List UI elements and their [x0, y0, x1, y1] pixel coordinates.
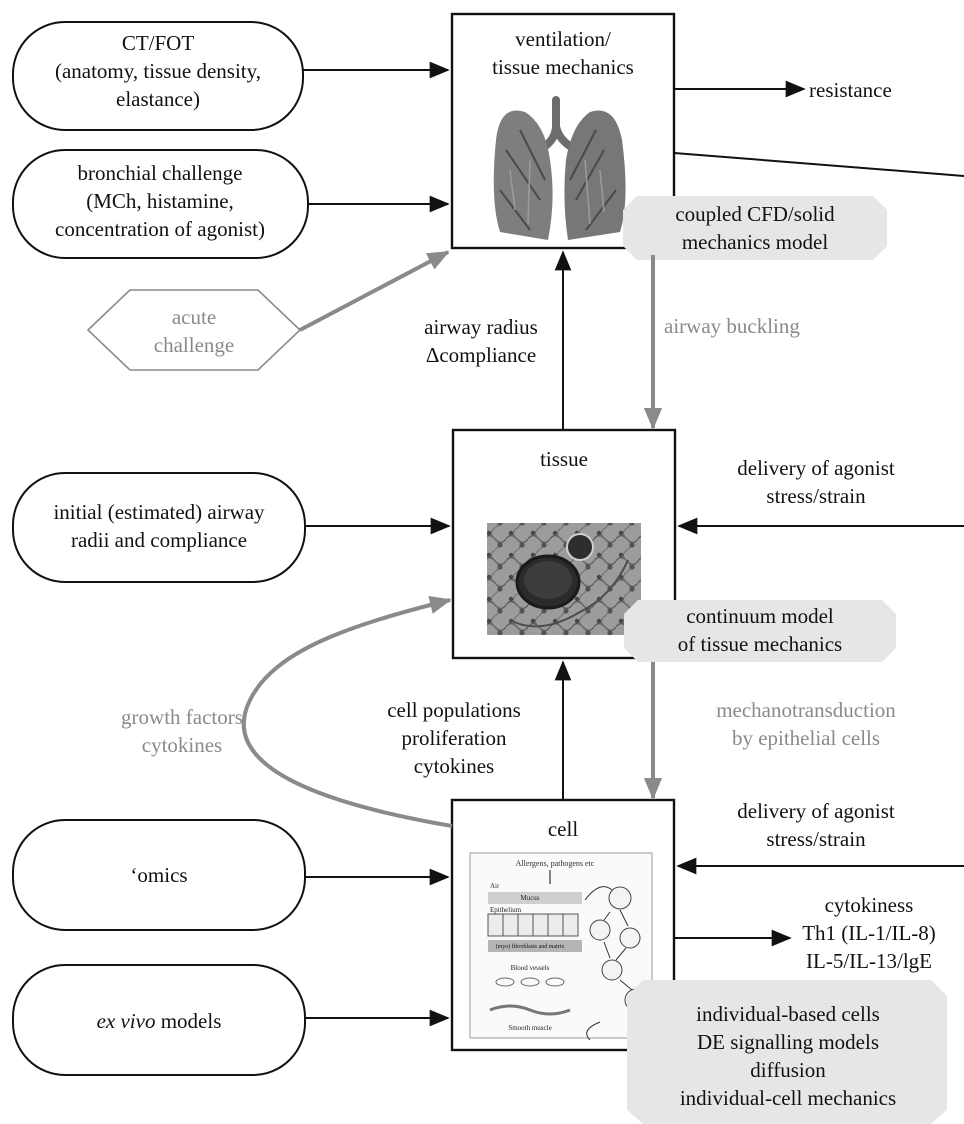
cell-fig-epithelium: Epithelium — [490, 906, 522, 914]
omics-label: ‘omics — [130, 863, 187, 887]
cfd-line-2: mechanics model — [682, 230, 829, 254]
ct-fot-line-2: (anatomy, tissue density, — [55, 59, 261, 83]
model-cfd: coupled CFD/solid mechanics model — [623, 196, 887, 260]
individual-line-4: individual-cell mechanics — [680, 1086, 896, 1110]
arrow-acute-to-ventilation — [299, 250, 450, 332]
bronchial-line-3: concentration of agonist) — [55, 217, 265, 241]
label-delivery-2-line-1: delivery of agonist — [737, 799, 895, 823]
initial-line-2: radii and compliance — [71, 528, 247, 552]
cell-fig-blood: Blood vessels — [511, 964, 550, 972]
arrow-growth-factors — [241, 595, 453, 828]
cell-label: cell — [548, 817, 578, 841]
input-omics: ‘omics — [12, 819, 306, 931]
ct-fot-line-3: elastance) — [116, 87, 200, 111]
tissue-label: tissue — [540, 447, 588, 471]
label-delivery-1-line-1: delivery of agonist — [737, 456, 895, 480]
input-ct-fot: CT/FOT (anatomy, tissue density, elastan… — [12, 21, 304, 131]
input-initial-airway: initial (estimated) airway radii and com… — [12, 472, 306, 583]
acute-line-2: challenge — [154, 333, 234, 357]
label-airway-buckling: airway buckling — [664, 314, 800, 338]
label-cell-pop-3: cytokines — [414, 754, 494, 778]
ventilation-line-1: ventilation/ — [515, 27, 611, 51]
label-cell-pop-2: proliferation — [402, 726, 507, 750]
ex-vivo-rest: models — [155, 1009, 221, 1033]
label-cytokiness-3: IL-5/IL-13/lgE — [806, 949, 932, 973]
cell-fig-smooth: Smooth muscle — [508, 1024, 551, 1032]
label-airway-radius-1: airway radius — [424, 315, 538, 339]
continuum-line-2: of tissue mechanics — [678, 632, 842, 656]
bronchial-line-1: bronchial challenge — [77, 161, 242, 185]
label-cell-pop-1: cell populations — [387, 698, 521, 722]
cell-fig-myo: (myo) fibroblasts and matrix — [496, 943, 565, 950]
ventilation-line-2: tissue mechanics — [492, 55, 634, 79]
cell-figure: Allergens, pathogens etc Air Mucus Epith… — [469, 852, 653, 1041]
individual-line-2: DE signalling models — [697, 1030, 879, 1054]
individual-line-1: individual-based cells — [696, 1002, 880, 1026]
label-airway-radius-2: Δcompliance — [426, 343, 536, 367]
label-mechano-1: mechanotransduction — [716, 698, 896, 722]
label-mechano-2: by epithelial cells — [732, 726, 880, 750]
initial-line-1: initial (estimated) airway — [53, 500, 265, 524]
level-ventilation: ventilation/ tissue mechanics — [450, 12, 676, 250]
bronchial-line-2: (MCh, histamine, — [86, 189, 234, 213]
cell-fig-mucus: Mucus — [520, 894, 539, 902]
label-cytokiness-2: Th1 (IL-1/IL-8) — [802, 921, 936, 945]
input-acute-challenge: acute challenge — [86, 289, 302, 371]
label-cytokiness-1: cytokiness — [825, 893, 914, 917]
model-individual: individual-based cells DE signalling mod… — [627, 980, 947, 1124]
individual-line-3: diffusion — [750, 1058, 826, 1082]
acute-line-1: acute — [172, 305, 216, 329]
continuum-line-1: continuum model — [686, 604, 834, 628]
model-continuum: continuum model of tissue mechanics — [624, 600, 896, 662]
cfd-line-1: coupled CFD/solid — [675, 202, 835, 226]
cell-fig-air: Air — [490, 882, 500, 890]
input-ex-vivo: ex vivo models — [12, 964, 306, 1076]
input-bronchial-challenge: bronchial challenge (MCh, histamine, con… — [12, 149, 309, 259]
ex-vivo-label: ex vivo models — [97, 1009, 222, 1033]
ct-fot-line-1: CT/FOT — [122, 31, 195, 55]
label-growth-factors-2: cytokines — [142, 733, 222, 757]
tissue-image — [487, 523, 641, 635]
line-ventilation-exit — [673, 152, 964, 177]
label-delivery-2-line-2: stress/strain — [766, 827, 866, 851]
ex-vivo-italic: ex vivo — [97, 1009, 156, 1033]
label-resistance: resistance — [809, 78, 892, 102]
level-cell: cell Allergens, pathogens etc Air Mucus … — [450, 798, 676, 1052]
label-delivery-1-line-2: stress/strain — [766, 484, 866, 508]
label-growth-factors-1: growth factors — [121, 705, 243, 729]
lung-image — [493, 96, 626, 240]
cell-fig-allergens: Allergens, pathogens etc — [516, 859, 595, 868]
